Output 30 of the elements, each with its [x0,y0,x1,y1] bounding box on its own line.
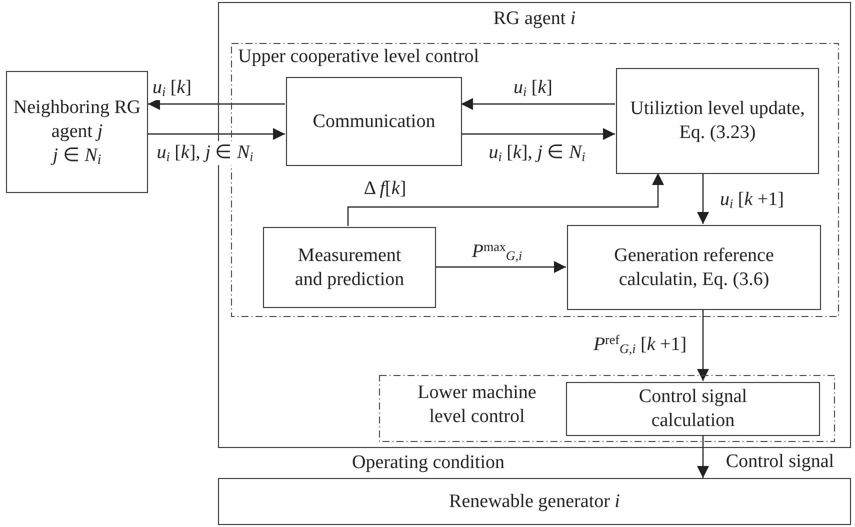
process-box [567,225,821,310]
arrow [697,309,709,381]
arrow [347,173,664,226]
box-label: Communication [312,110,436,134]
group-title: Upper cooperative level control [238,45,480,69]
process-box [566,382,820,436]
arrow [435,261,566,273]
box-label: Renewable generator i [449,490,620,514]
arrow [697,435,709,478]
process-box [616,68,819,174]
process-box [286,77,462,166]
box-label: Measurement and prediction [294,244,406,292]
box-label: Control signal calculation [638,385,748,433]
arrow [461,98,615,110]
arrow [697,173,709,224]
process-box [218,478,851,525]
box-label: Generation reference calculatin, Eq. (3.6) [613,244,775,292]
process-box [263,227,436,308]
agent-frame [218,2,851,448]
arrow [461,128,615,140]
box-label: Utiliztion level update, Eq. (3.23) [629,97,806,145]
process-box [6,71,148,193]
edge-label: u$_{i}$ [k], j ∈ N$_{i}$ [154,141,256,165]
box-label: j ∈ N$_{i}$ [52,144,102,168]
arrow [148,128,285,140]
arrow [148,98,285,110]
control-level-frame [379,375,835,442]
control-level-frame [231,43,839,317]
group-title: RG agent i [493,7,576,31]
group-title: Lower machine level control [416,381,538,428]
